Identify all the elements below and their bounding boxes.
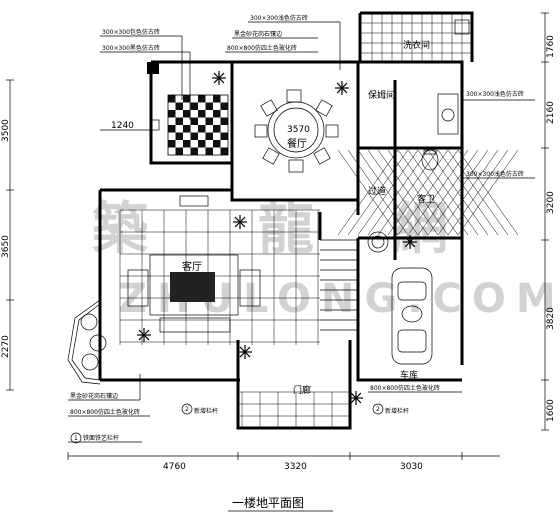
dim-right-4: 3820 <box>546 307 556 330</box>
dim-bottom-3: 3030 <box>400 462 423 472</box>
note-12: 新增栏杆 <box>194 407 218 415</box>
note-9: 800×800仿四土色玻化砖 <box>70 408 140 416</box>
living-furniture <box>127 195 261 333</box>
marker-2: 2 <box>185 406 189 413</box>
room-label-porch: 门廊 <box>293 384 311 396</box>
dining-table <box>254 89 339 173</box>
note-7: 300×300浅色仿古砖 <box>466 170 524 178</box>
note-4: 黑金砂花岗石镶边 <box>234 30 282 38</box>
dim-right-5: 1600 <box>546 399 556 422</box>
marker-3: 2 <box>376 406 380 413</box>
room-label-maid: 保姆间 <box>368 89 395 101</box>
walls <box>98 11 474 430</box>
dim-right-2: 2160 <box>546 101 556 124</box>
room-label-dining: 餐厅 <box>287 137 307 150</box>
section-markers: 1 2 2 <box>70 403 384 444</box>
dimensions: 4760 3320 3030 3500 3650 2270 1760 2160 … <box>1 12 556 472</box>
note-1: 300×300包色仿古砖 <box>102 28 160 36</box>
dim-left-1: 3500 <box>1 119 11 142</box>
room-label-laundry: 洗衣间 <box>403 39 430 51</box>
dim-left-2: 3650 <box>1 235 11 258</box>
room-label-living: 客厅 <box>182 260 202 273</box>
note-6: 300×300浅色仿古砖 <box>466 90 524 98</box>
room-label-bath: 客卫 <box>417 193 435 205</box>
dim-left-3: 2270 <box>1 335 11 358</box>
columns <box>147 62 160 131</box>
bath-fixtures <box>367 19 470 253</box>
plants <box>137 71 417 405</box>
car-icon <box>391 267 433 365</box>
stair <box>320 239 358 331</box>
dim-inner-a: 1240 <box>111 121 134 131</box>
note-10: 铁面铁艺栏杆 <box>83 434 119 442</box>
dim-inner-b: 3570 <box>287 125 310 135</box>
bay-window <box>67 299 101 385</box>
checker-floor <box>167 94 229 156</box>
porch-floor-tiles <box>238 391 351 429</box>
watermark-char-2: 龍 <box>258 197 314 262</box>
watermark: 築 龍 網 ZHULONG.COM <box>92 197 556 322</box>
room-label-garage: 车库 <box>400 369 418 381</box>
annotations: 300×300包色仿古砖 300×300黑色仿古砖 300×300浅色仿古砖 黑… <box>68 14 535 443</box>
dim-bottom-2: 3320 <box>284 462 307 472</box>
marker-1: 1 <box>74 435 78 442</box>
dim-right-3: 3200 <box>546 191 556 214</box>
room-labels: 客厅 餐厅 洗衣间 保姆间 客卫 过道 车库 门廊 <box>182 39 435 396</box>
dim-right-1: 1760 <box>546 35 556 58</box>
bath-floor-tiles <box>337 149 519 236</box>
note-13: 新增栏杆 <box>385 407 409 415</box>
plan-title: 一楼地平面图 <box>232 495 304 510</box>
dim-bottom-1: 4760 <box>163 462 186 472</box>
note-3: 300×300浅色仿古砖 <box>250 14 308 22</box>
note-8: 黑金砂花岗石镶边 <box>70 392 118 400</box>
note-11: 800×800仿四土色玻化砖 <box>370 384 440 392</box>
room-label-corridor: 过道 <box>368 185 386 197</box>
note-2: 300×300黑色仿古砖 <box>102 44 160 52</box>
note-5: 800×800仿四土色玻化砖 <box>227 44 297 52</box>
bay-chairs <box>80 313 107 371</box>
